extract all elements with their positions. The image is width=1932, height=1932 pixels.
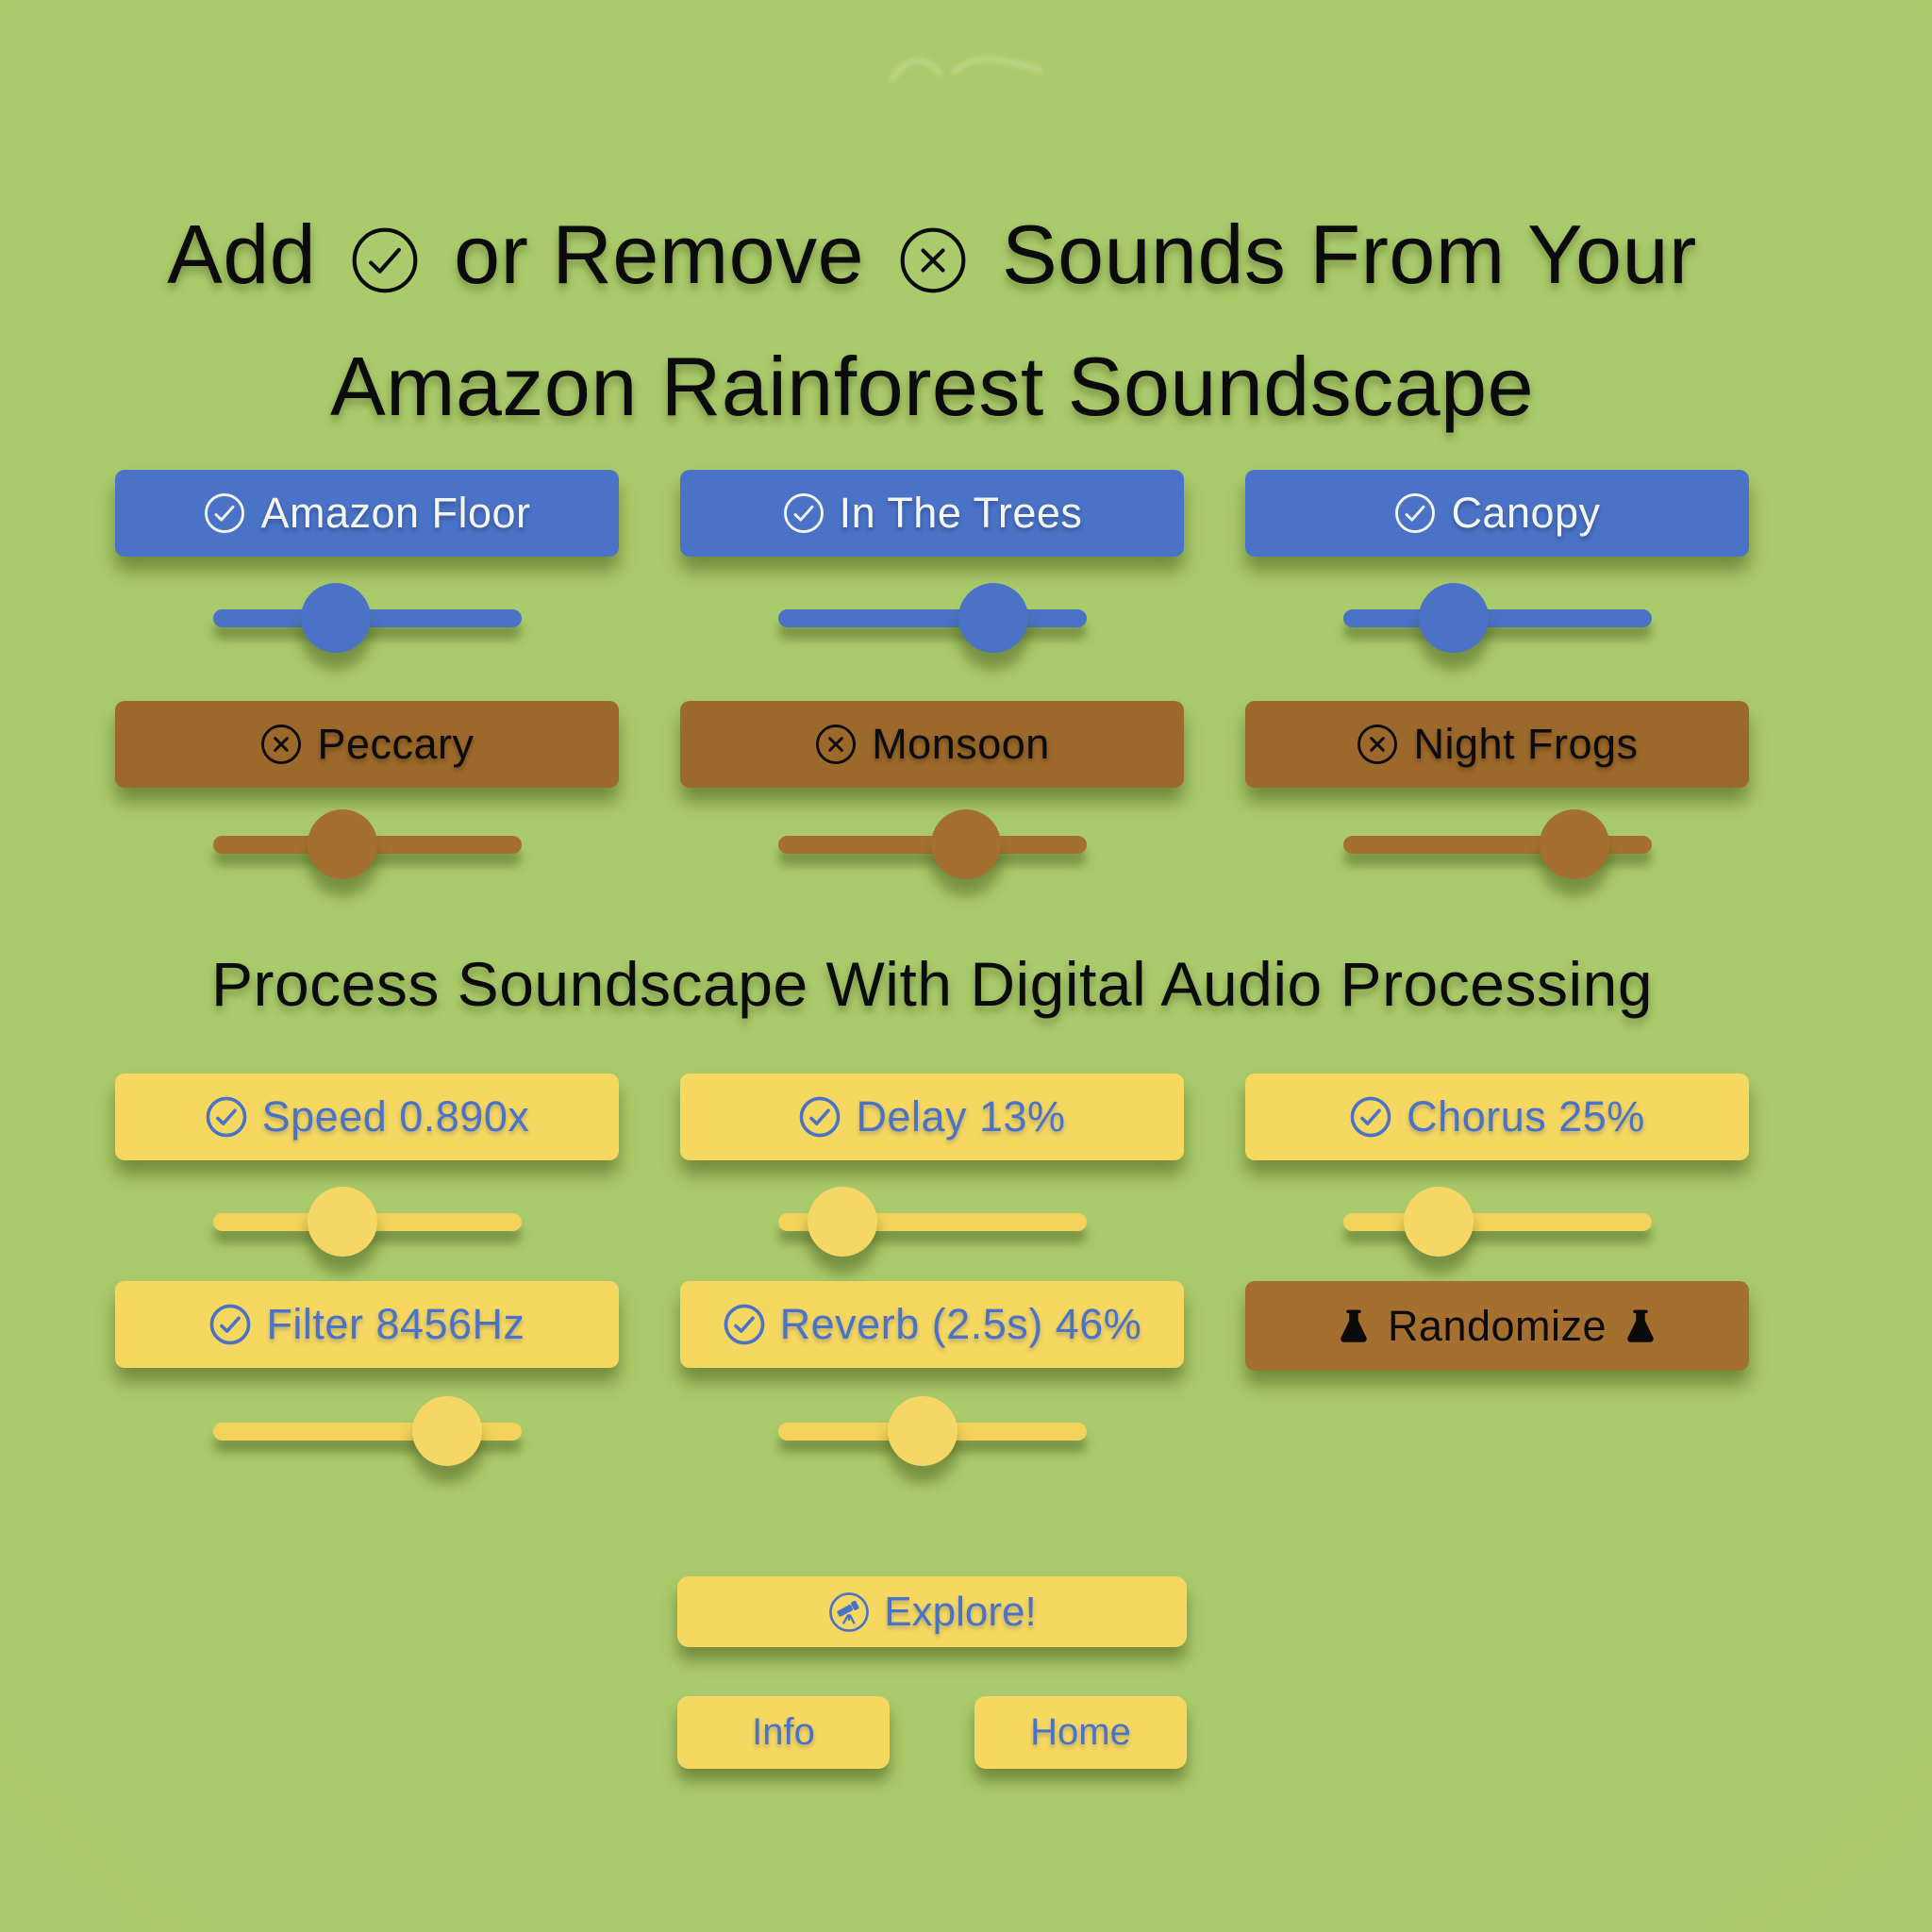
effect-toggle-speed[interactable]: Speed 0.890x	[115, 1074, 619, 1160]
amount-slider-delay[interactable]	[777, 1186, 1087, 1257]
x-circle-icon	[816, 724, 857, 764]
remove-sounds-button-row: Peccary Monsoon Night Frogs	[115, 701, 1749, 788]
title-text-add: Add	[167, 208, 317, 301]
effect-toggle-reverb[interactable]: Reverb (2.5s) 46%	[680, 1281, 1184, 1368]
slider-thumb[interactable]	[930, 809, 1001, 879]
sound-toggle-in-the-trees[interactable]: In The Trees	[680, 470, 1184, 557]
check-circle-icon	[783, 493, 824, 533]
check-circle-icon	[206, 1096, 246, 1138]
flask-icon	[1341, 1309, 1367, 1342]
slider-thumb[interactable]	[808, 1187, 878, 1257]
check-circle-icon	[1350, 1096, 1391, 1138]
effect-toggle-chorus[interactable]: Chorus 25%	[1245, 1074, 1749, 1160]
processing-section-title: Process Soundscape With Digital Audio Pr…	[210, 949, 1654, 1019]
remove-sounds-slider-row	[115, 808, 1749, 880]
flask-icon	[1627, 1309, 1654, 1342]
effect-toggle-label: Reverb (2.5s) 46%	[779, 1300, 1142, 1348]
slider-track[interactable]	[1342, 609, 1652, 627]
info-label: Info	[752, 1711, 815, 1753]
effect-toggle-label: Speed 0.890x	[261, 1092, 530, 1141]
title-text-line2: Amazon Rainforest Soundscape	[329, 340, 1535, 433]
amount-slider-speed[interactable]	[212, 1186, 522, 1257]
randomize-button[interactable]: Randomize	[1245, 1281, 1749, 1371]
randomize-label: Randomize	[1387, 1301, 1607, 1350]
check-circle-icon	[210, 1304, 251, 1345]
title-text-or-remove: or Remove	[454, 208, 865, 301]
sound-toggle-label: In The Trees	[839, 489, 1083, 537]
x-circle-icon	[900, 227, 966, 293]
effects-button-row-2: Filter 8456Hz Reverb (2.5s) 46% Randomiz…	[115, 1281, 1749, 1371]
slider-track[interactable]	[1342, 1213, 1652, 1231]
sound-toggle-canopy[interactable]: Canopy	[1245, 470, 1749, 557]
page-title: Add or Remove Sounds From Your Amazon Ra…	[115, 189, 1749, 453]
add-sounds-slider-row	[115, 582, 1749, 654]
sound-toggle-label: Amazon Floor	[260, 489, 531, 537]
slider-thumb[interactable]	[307, 1187, 377, 1257]
amount-slider-filter[interactable]	[212, 1395, 522, 1467]
slider-thumb[interactable]	[412, 1396, 483, 1466]
slider-thumb[interactable]	[1539, 809, 1609, 879]
effects-button-row-1: Speed 0.890x Delay 13% Chorus 25%	[115, 1074, 1749, 1160]
sound-toggle-amazon-floor[interactable]: Amazon Floor	[115, 470, 619, 557]
check-circle-icon	[205, 493, 245, 533]
volume-slider-peccary[interactable]	[212, 808, 522, 880]
effect-toggle-label: Chorus 25%	[1407, 1092, 1645, 1141]
slider-thumb[interactable]	[301, 583, 372, 653]
amount-slider-reverb[interactable]	[777, 1395, 1087, 1467]
add-sounds-button-row: Amazon Floor In The Trees Canopy	[115, 470, 1749, 557]
effects-slider-row-2	[115, 1395, 1749, 1467]
volume-slider-amazon-floor[interactable]	[212, 582, 522, 654]
volume-slider-canopy[interactable]	[1342, 582, 1652, 654]
info-button[interactable]: Info	[677, 1696, 890, 1769]
effects-slider-row-1	[115, 1186, 1749, 1257]
sound-toggle-label: Monsoon	[872, 720, 1050, 768]
effect-toggle-delay[interactable]: Delay 13%	[680, 1074, 1184, 1160]
sound-toggle-label: Canopy	[1451, 489, 1601, 537]
x-circle-icon	[261, 724, 302, 764]
x-circle-icon	[1357, 724, 1398, 764]
sound-toggle-label: Night Frogs	[1413, 720, 1639, 768]
effect-toggle-label: Filter 8456Hz	[266, 1300, 525, 1348]
slider-track[interactable]	[777, 609, 1087, 627]
slider-thumb[interactable]	[1419, 583, 1490, 653]
check-circle-icon	[724, 1304, 765, 1345]
app-content: Add or Remove Sounds From Your Amazon Ra…	[115, 0, 1749, 1932]
explore-button[interactable]: Explore!	[677, 1576, 1187, 1647]
title-text-sounds-from-your: Sounds From Your	[1001, 208, 1697, 301]
check-circle-icon	[800, 1096, 841, 1138]
sound-toggle-label: Peccary	[317, 720, 475, 768]
effect-toggle-filter[interactable]: Filter 8456Hz	[115, 1281, 619, 1368]
check-circle-icon	[1395, 493, 1436, 533]
check-circle-icon	[352, 227, 418, 293]
empty-cell	[1245, 1395, 1749, 1467]
amount-slider-chorus[interactable]	[1342, 1186, 1652, 1257]
slider-thumb[interactable]	[1403, 1187, 1474, 1257]
slider-thumb[interactable]	[307, 809, 377, 879]
sound-toggle-monsoon[interactable]: Monsoon	[680, 701, 1184, 788]
sound-toggle-night-frogs[interactable]: Night Frogs	[1245, 701, 1749, 788]
effect-toggle-label: Delay 13%	[856, 1092, 1066, 1141]
sound-toggle-peccary[interactable]: Peccary	[115, 701, 619, 788]
volume-slider-monsoon[interactable]	[777, 808, 1087, 880]
telescope-circle-icon	[829, 1591, 870, 1632]
home-button[interactable]: Home	[974, 1696, 1187, 1769]
slider-thumb[interactable]	[958, 583, 1029, 653]
home-label: Home	[1030, 1711, 1131, 1753]
volume-slider-in-the-trees[interactable]	[777, 582, 1087, 654]
explore-label: Explore!	[884, 1588, 1037, 1635]
faint-artifact-smudge	[889, 56, 1043, 83]
volume-slider-night-frogs[interactable]	[1342, 808, 1652, 880]
slider-thumb[interactable]	[888, 1396, 958, 1466]
